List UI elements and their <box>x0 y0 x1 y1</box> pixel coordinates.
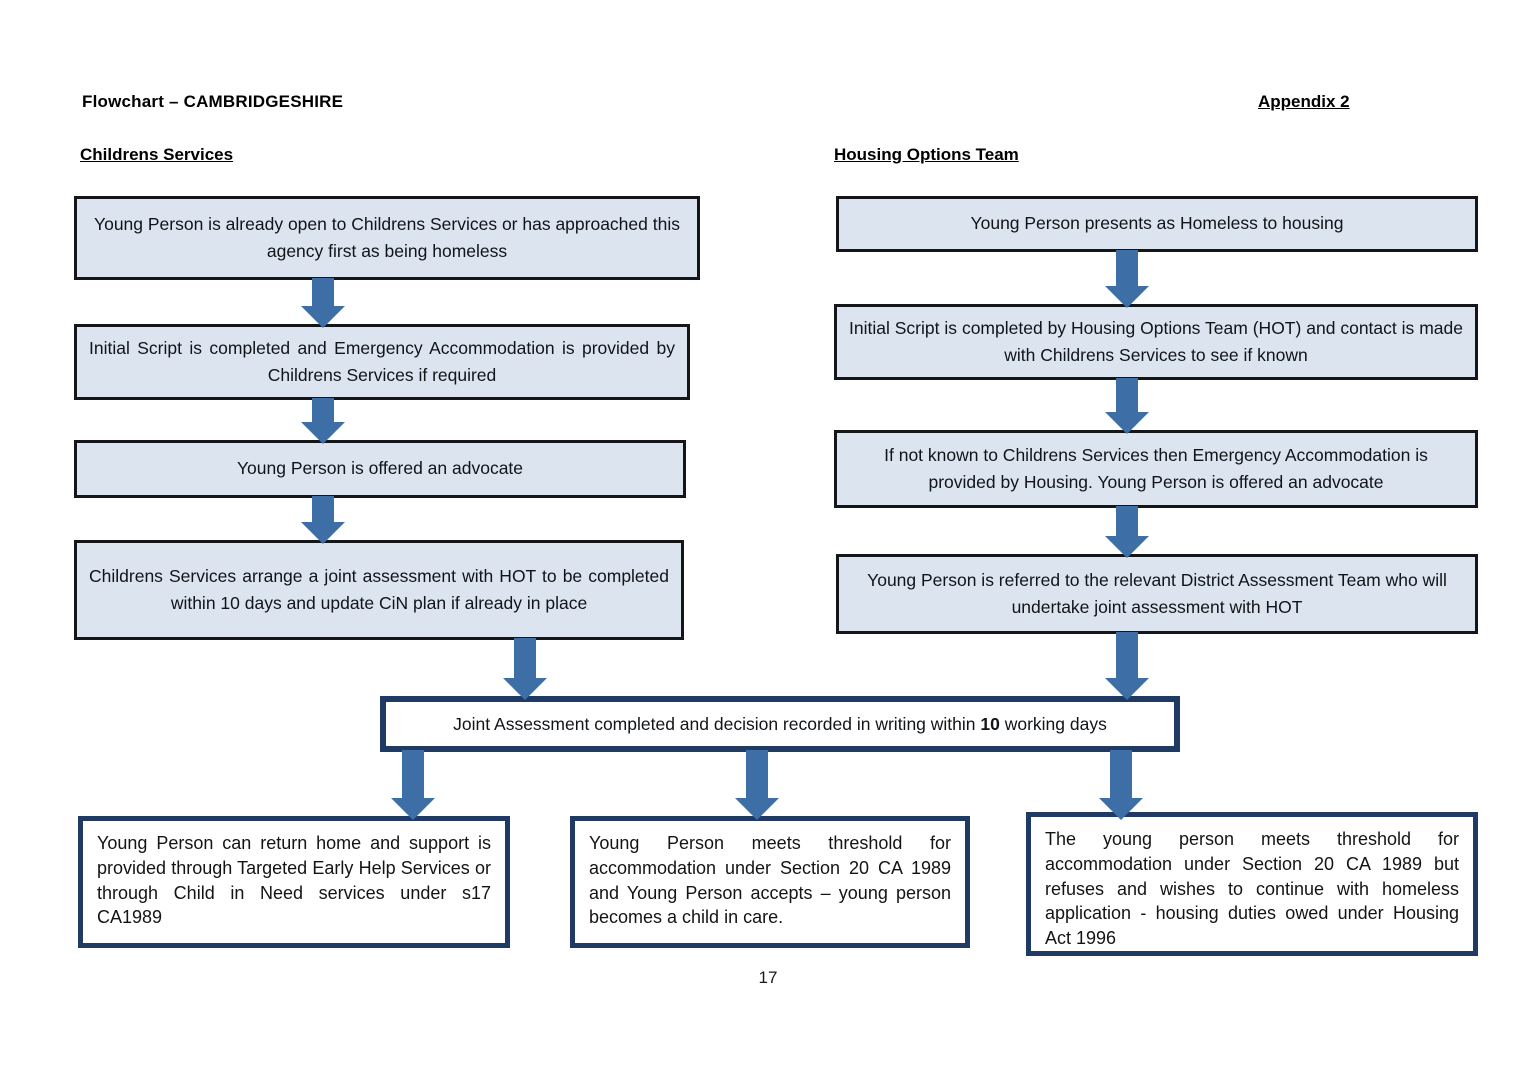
flow-box-hot-step-3: If not known to Childrens Services then … <box>834 430 1478 508</box>
arrow-shaft <box>402 750 424 798</box>
arrow-shaft <box>1116 250 1138 286</box>
arrow-cs-step-3-to-4 <box>300 496 346 544</box>
flow-box-text: Young Person is referred to the relevant… <box>867 569 1447 617</box>
outcome-text: Young Person meets threshold for accommo… <box>589 833 951 928</box>
arrow-hot-step-1-to-2 <box>1104 250 1150 308</box>
joint-assessment-text-before: Joint Assessment completed and decision … <box>453 713 981 734</box>
arrow-head <box>301 422 345 444</box>
flow-box-cs-step-2: Initial Script is completed and Emergenc… <box>74 324 690 400</box>
arrow-joint-assessment-to-outcome-3 <box>1098 750 1144 820</box>
arrow-joint-assessment-to-outcome-1 <box>390 750 436 820</box>
page-title: Flowchart – CAMBRIDGESHIRE <box>82 92 344 111</box>
arrow-shaft <box>1116 506 1138 536</box>
flow-box-cs-step-1: Young Person is already open to Children… <box>74 196 700 280</box>
flow-box-text: Initial Script is completed by Housing O… <box>849 317 1463 365</box>
arrow-shaft <box>312 278 334 306</box>
arrow-head <box>1099 798 1143 820</box>
flow-box-text: If not known to Childrens Services then … <box>884 444 1428 492</box>
arrow-head <box>1105 536 1149 558</box>
arrow-shaft <box>312 398 334 422</box>
arrow-head <box>301 306 345 328</box>
outcome-box-child-in-care: Young Person meets threshold for accommo… <box>570 816 970 948</box>
flow-box-text: Childrens Services arrange a joint asses… <box>89 565 669 613</box>
arrow-head <box>503 678 547 700</box>
arrow-shaft <box>746 750 768 798</box>
arrow-head <box>301 522 345 544</box>
outcome-text: Young Person can return home and support… <box>97 833 491 928</box>
column-heading-childrens-services: Childrens Services <box>80 145 234 164</box>
arrow-head <box>1105 678 1149 700</box>
flow-box-hot-step-2: Initial Script is completed by Housing O… <box>834 304 1478 380</box>
joint-assessment-days: 10 <box>980 713 1000 734</box>
flow-box-text: Young Person is offered an advocate <box>236 458 524 479</box>
arrow-cs-step-2-to-3 <box>300 398 346 444</box>
arrow-hot-step-4-to-joint-assessment <box>1104 632 1150 700</box>
arrow-hot-step-3-to-4 <box>1104 506 1150 558</box>
page-number: 17 <box>758 968 778 987</box>
flow-box-hot-step-4: Young Person is referred to the relevant… <box>836 554 1478 634</box>
flow-box-text: Initial Script is completed and Emergenc… <box>89 337 675 385</box>
arrow-head <box>1105 286 1149 308</box>
arrow-shaft <box>312 496 334 522</box>
arrow-shaft <box>1110 750 1132 798</box>
arrow-head <box>1105 412 1149 434</box>
column-heading-housing-options-team: Housing Options Team <box>834 145 1019 164</box>
arrow-shaft <box>1116 378 1138 412</box>
outcome-box-return-home: Young Person can return home and support… <box>78 816 510 948</box>
flow-box-cs-step-4: Childrens Services arrange a joint asses… <box>74 540 684 640</box>
flow-box-hot-step-1: Young Person presents as Homeless to hou… <box>836 196 1478 252</box>
flow-box-cs-step-3: Young Person is offered an advocate <box>74 440 686 498</box>
arrow-shaft <box>514 638 536 678</box>
arrow-cs-step-4-to-joint-assessment <box>502 638 548 700</box>
outcome-text: The young person meets threshold for acc… <box>1045 829 1459 949</box>
joint-assessment-text: Joint Assessment completed and decision … <box>453 712 1107 737</box>
arrow-shaft <box>1116 632 1138 678</box>
arrow-cs-step-1-to-2 <box>300 278 346 328</box>
arrow-joint-assessment-to-outcome-2 <box>734 750 780 820</box>
arrow-hot-step-2-to-3 <box>1104 378 1150 434</box>
appendix-label: Appendix 2 <box>1258 92 1350 111</box>
flow-box-text: Young Person presents as Homeless to hou… <box>970 213 1344 234</box>
arrow-head <box>735 798 779 820</box>
outcome-box-homeless-application: The young person meets threshold for acc… <box>1026 812 1478 956</box>
joint-assessment-text-after: working days <box>999 713 1107 734</box>
arrow-head <box>391 798 435 820</box>
flow-box-text: Young Person is already open to Children… <box>94 213 680 261</box>
joint-assessment-box: Joint Assessment completed and decision … <box>380 696 1180 752</box>
